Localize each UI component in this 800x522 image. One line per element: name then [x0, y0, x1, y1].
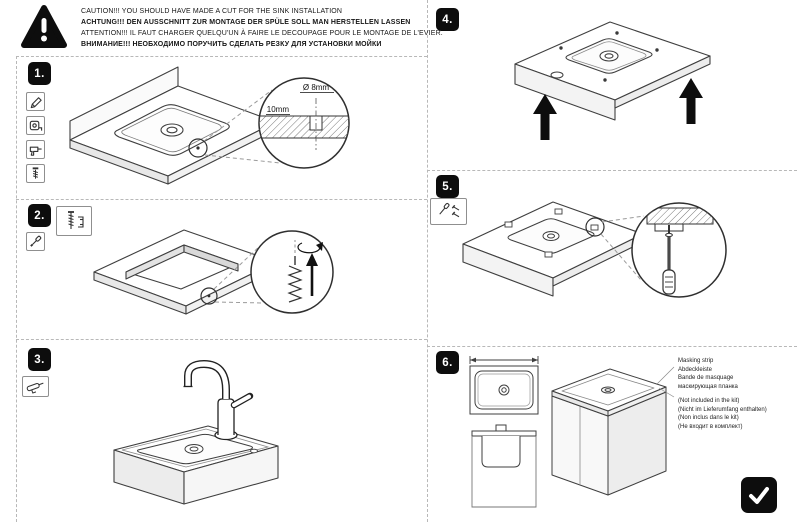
step-4-number: 4.: [436, 8, 459, 31]
step-4-illustration: [514, 21, 711, 140]
sink-underside-drawing: [565, 38, 653, 74]
not-included-note-ru: (Не входит в комплект): [678, 423, 743, 430]
tape-measure-icon: [29, 120, 43, 131]
detail-marker: [585, 215, 645, 281]
divider-header-bottom: [16, 56, 427, 57]
cabinet-isometric: [551, 368, 667, 496]
faucet-hole: [550, 71, 564, 79]
warning-text-de: ACHTUNG!!! DEN AUSSCHNITT ZUR MONTAGE DE…: [81, 19, 411, 26]
masking-strip-leader-lines: [656, 366, 675, 398]
masking-strip-label-ru: маскирующая планка: [678, 383, 738, 390]
hole-depth-label: 10mm: [267, 105, 290, 114]
step-2-number: 2.: [28, 204, 51, 227]
rotation-arrow-icon: [297, 242, 321, 254]
sink-underside-drawing: [507, 218, 595, 254]
warning-header: CAUTION!!! YOU SHOULD HAVE MADE A CUT FO…: [20, 3, 443, 51]
sink-front-view: [469, 356, 539, 415]
up-arrow-icon: [306, 253, 318, 296]
screwdriver-callout: [631, 202, 727, 298]
tool-pencil: [26, 92, 45, 111]
accessory-hole: [250, 448, 258, 454]
divider-vertical-center: [427, 0, 428, 522]
step-1-illustration: Ø 8mm 10mm: [69, 66, 350, 185]
sealant-gun-icon: [26, 382, 44, 394]
fastening-screw-icon: [68, 211, 84, 229]
masking-strip-label-de: Abdeckleiste: [678, 366, 713, 373]
tool-sealant-gun: [22, 376, 49, 397]
step-3-illustration: [113, 359, 279, 505]
warning-text-en: CAUTION!!! YOU SHOULD HAVE MADE A CUT FO…: [81, 8, 343, 15]
not-included-note-de: (Nicht im Lieferumfang enthalten): [678, 406, 767, 413]
step-3-number: 3.: [28, 348, 51, 371]
faucet-drawing: [183, 359, 254, 441]
screw-thread: [287, 265, 303, 303]
step-6-number: 6.: [436, 351, 459, 374]
step-1-number: 1.: [28, 62, 51, 85]
divider-right-step4-step5: [427, 170, 797, 171]
drill-icon: [29, 146, 42, 156]
masking-strip-label-en: Masking strip: [678, 358, 714, 364]
done-check-badge: [741, 477, 777, 513]
masking-strip-labels: Masking strip Abdeckleiste Bande de masq…: [678, 357, 796, 431]
corner-screws: [559, 31, 659, 82]
hole-diameter-label: Ø 8mm: [303, 83, 330, 92]
detail-marker: [200, 244, 264, 305]
tool-screw: [26, 164, 45, 183]
warning-text-block: CAUTION!!! YOU SHOULD HAVE MADE A CUT FO…: [81, 3, 443, 51]
step-6-illustration: [469, 356, 675, 508]
step-2-illustration: [93, 229, 334, 315]
detail-marker: [188, 89, 281, 164]
drill-hole-callout: Ø 8mm 10mm: [258, 77, 350, 169]
tool-fastening-screw: [56, 206, 92, 236]
checkmark-icon: [749, 487, 769, 504]
screw-in-callout: [250, 230, 334, 314]
not-included-note-en: (Not included in the kit): [678, 398, 740, 404]
pencil-icon: [30, 97, 42, 109]
screwdriver-drawing: [662, 237, 676, 295]
tool-screwdriver: [26, 232, 45, 251]
tool-screwdriver-screws: [430, 198, 467, 225]
divider-left-step1-step2: [16, 199, 427, 200]
screwdriver-screws-icon: [439, 202, 460, 218]
not-included-note-fr: (Non inclus dans le kit): [678, 415, 739, 421]
cutout-frame-drawing: [93, 229, 277, 315]
warning-text-fr: ATTENTION!!! IL FAUT CHARGER QUELQU'UN À…: [81, 30, 443, 37]
mounting-brackets: [504, 208, 599, 258]
screw-icon: [32, 167, 39, 179]
sink-top-drawing: [114, 104, 230, 156]
step-5-number: 5.: [436, 175, 459, 198]
tool-tape-measure: [26, 116, 45, 135]
warning-text-ru: ВНИМАНИЕ!!! НЕОБХОДИМО ПОРУЧИТЬ СДЕЛАТЬ …: [81, 41, 382, 48]
divider-left-step2-step3: [16, 339, 427, 340]
lift-up-arrows: [533, 78, 703, 140]
tool-drill: [26, 140, 45, 159]
divider-right-step5-step6: [427, 346, 797, 347]
divider-vertical-left: [16, 56, 17, 522]
masking-strip-label-fr: Bande de masquage: [678, 375, 734, 381]
warning-triangle-icon: [21, 5, 67, 48]
step-5-illustration: [462, 201, 727, 298]
sink-side-section: [471, 424, 537, 508]
screwdriver-icon: [30, 235, 42, 247]
